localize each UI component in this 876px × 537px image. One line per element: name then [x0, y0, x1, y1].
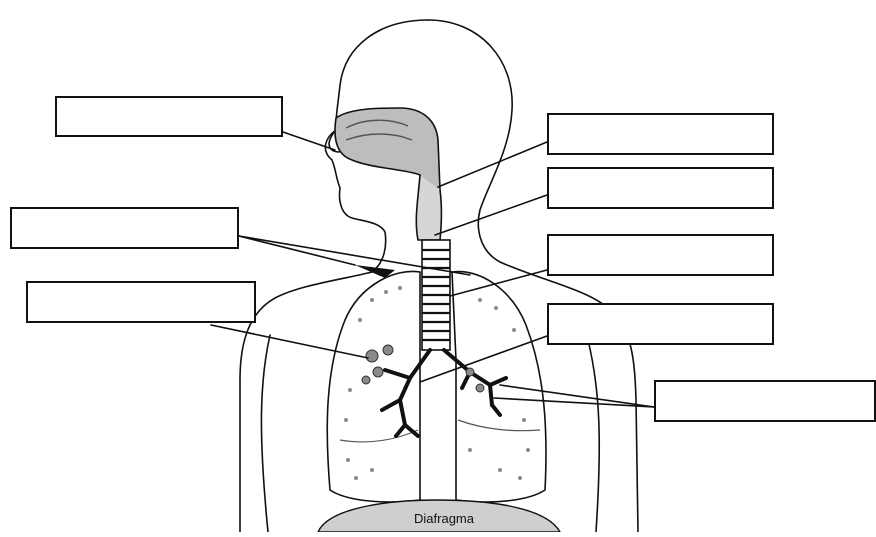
label-box-bronchi[interactable] [547, 303, 774, 345]
left-arm-line [261, 335, 270, 532]
right-arm-line [588, 340, 599, 532]
label-box-trachea[interactable] [547, 234, 774, 276]
label-box-lungs[interactable] [10, 207, 239, 249]
right-lung [452, 272, 546, 502]
label-box-larynx[interactable] [547, 167, 774, 209]
label-box-nasal[interactable] [55, 96, 283, 137]
diaphragm-caption: Diafragma [404, 511, 484, 526]
label-box-bronchioles[interactable] [654, 380, 876, 422]
label-box-pharynx[interactable] [547, 113, 774, 155]
label-box-alveoli[interactable] [26, 281, 256, 323]
